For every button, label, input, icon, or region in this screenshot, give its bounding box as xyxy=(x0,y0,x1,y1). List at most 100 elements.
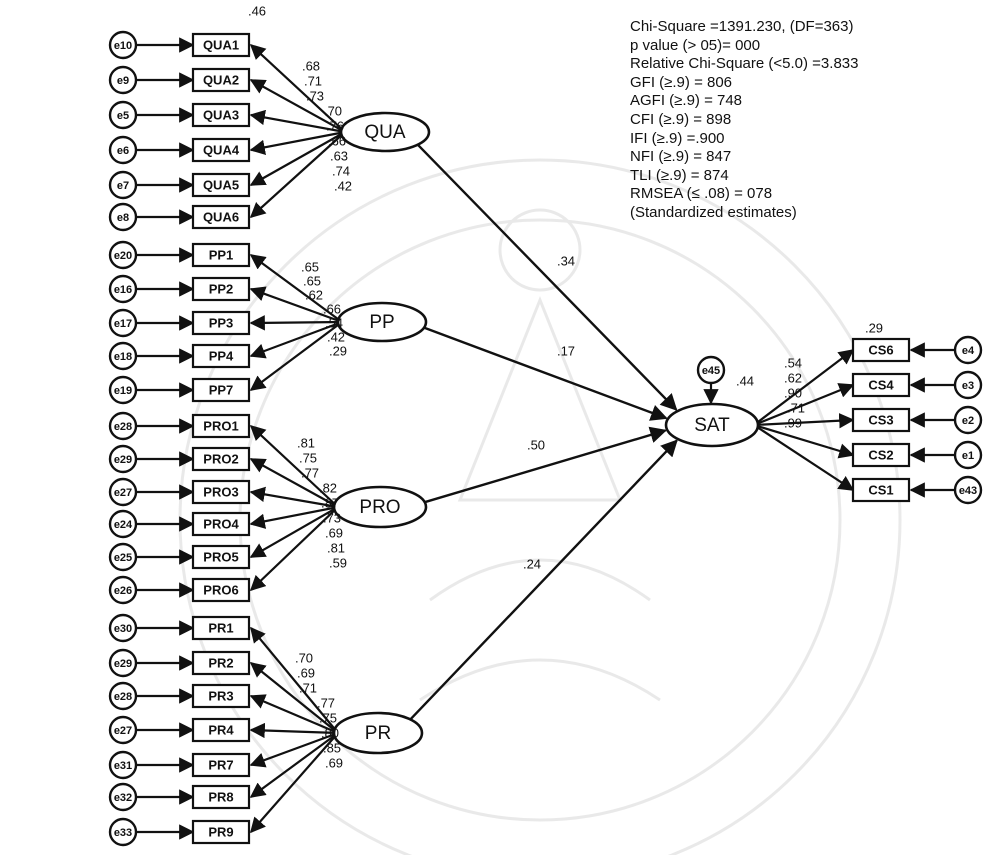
loading-label-pr: .69 xyxy=(325,755,343,770)
indicator-label: CS1 xyxy=(868,482,893,497)
error-term-label: e4 xyxy=(962,345,975,357)
loading-label-cs: .54 xyxy=(784,355,802,370)
error-term-label: e32 xyxy=(114,792,132,804)
indicator-label: PRO5 xyxy=(203,549,238,564)
error-term-label: e16 xyxy=(114,284,132,296)
path-coef-pr: .24 xyxy=(523,556,541,571)
latent-label-pr: PR xyxy=(365,723,391,744)
loading-label-pp: .65 xyxy=(301,259,319,274)
error-term-label: e3 xyxy=(962,380,974,392)
indicator-label: CS6 xyxy=(868,342,893,357)
loading-label-pro: .69 xyxy=(325,525,343,540)
fit-line-nfi: NFI (≥.9) = 847 xyxy=(630,148,858,167)
error-term-label: e29 xyxy=(114,658,132,670)
fit-line-gfi: GFI (≥.9) = 806 xyxy=(630,74,858,93)
fit-line-tli: TLI (≥.9) = 874 xyxy=(630,167,858,186)
loading-label-pr: .70 xyxy=(295,650,313,665)
indicator-label: QUA5 xyxy=(203,177,239,192)
indicator-label: PP4 xyxy=(209,348,234,363)
error-term-label: e10 xyxy=(114,40,132,52)
loading-label-qua: .71 xyxy=(304,73,322,88)
latent-label-qua: QUA xyxy=(364,122,406,143)
error-term-label: e20 xyxy=(114,250,132,262)
error-term-label: e19 xyxy=(114,385,132,397)
loading-label-pro: .75 xyxy=(299,450,317,465)
error-term-label: e28 xyxy=(114,691,132,703)
loading-label-pr: .85 xyxy=(323,740,341,755)
indicator-label: PP7 xyxy=(209,382,234,397)
fit-line-p-value: p value (> 05)= 000 xyxy=(630,37,858,56)
fit-line-relative-chi-square: Relative Chi-Square (<5.0) =3.833 xyxy=(630,55,858,74)
error-term-label: e1 xyxy=(962,450,974,462)
loading-label-cs: .90 xyxy=(784,385,802,400)
indicator-label: PRO4 xyxy=(203,516,239,531)
path-coef-pro: .50 xyxy=(527,437,545,452)
sat-r-squared: .44 xyxy=(736,373,754,388)
loading-label-pro: .59 xyxy=(329,555,347,570)
error-term-label: e31 xyxy=(114,760,132,772)
path-pr-to-sat xyxy=(410,441,676,720)
loading-label-qua: .68 xyxy=(302,58,320,73)
loading-label-pr: .71 xyxy=(299,680,317,695)
indicator-label: QUA4 xyxy=(203,142,240,157)
latent-label-pro: PRO xyxy=(359,497,400,518)
indicator-label: PR8 xyxy=(208,789,233,804)
loading-path xyxy=(754,420,853,425)
indicator-label: PRO6 xyxy=(203,582,238,597)
fit-line-rmsea: RMSEA (≤ .08) = 078 xyxy=(630,185,858,204)
loading-label-pr: .80 xyxy=(321,725,339,740)
loading-label-qua: .66 xyxy=(328,133,346,148)
error-term-label: e27 xyxy=(114,725,132,737)
indicator-label: PR1 xyxy=(208,620,233,635)
error-term-label: e28 xyxy=(114,421,132,433)
indicator-label: QUA2 xyxy=(203,72,239,87)
loading-label-pr: .77 xyxy=(317,695,335,710)
loading-path xyxy=(754,425,853,490)
indicator-label: QUA3 xyxy=(203,107,239,122)
loading-label-pro: .77 xyxy=(301,465,319,480)
error-term-label: e43 xyxy=(959,485,977,497)
path-coef-qua: .34 xyxy=(557,253,575,268)
loading-label-pp: .62 xyxy=(305,287,323,302)
loading-label-qua: .70 xyxy=(324,103,342,118)
error-term-label: e5 xyxy=(117,110,129,122)
indicator-label: PP2 xyxy=(209,281,234,296)
loading-label-pp: .29 xyxy=(329,343,347,358)
loading-label-pp: .42 xyxy=(327,329,345,344)
qua1-r-squared: .46 xyxy=(248,3,266,18)
indicator-label: CS3 xyxy=(868,412,893,427)
loading-label-qua: .63 xyxy=(330,148,348,163)
indicator-label: PP1 xyxy=(209,247,234,262)
fit-line-chi-square: Chi-Square =1391.230, (DF=363) xyxy=(630,18,858,37)
error-term-label: e8 xyxy=(117,212,129,224)
fit-line-note: (Standardized estimates) xyxy=(630,204,858,223)
loading-label-cs: .62 xyxy=(784,370,802,385)
cs6-r-squared: .29 xyxy=(865,320,883,335)
loading-label-pp: .66 xyxy=(323,301,341,316)
loading-label-pro: .73 xyxy=(323,510,341,525)
model-fit-statistics: Chi-Square =1391.230, (DF=363) p value (… xyxy=(630,18,858,223)
indicator-label: PR9 xyxy=(208,824,233,839)
error-term-label: e26 xyxy=(114,585,132,597)
loading-label-qua: .74 xyxy=(332,163,350,178)
loading-label-qua: .42 xyxy=(334,178,352,193)
loading-label-qua: .76 xyxy=(326,118,344,133)
loading-label-cs: .99 xyxy=(784,415,802,430)
loading-label-pro: .81 xyxy=(327,540,345,555)
indicator-label: QUA1 xyxy=(203,37,239,52)
loading-label-pro: .87 xyxy=(321,495,339,510)
indicator-label: PR3 xyxy=(208,688,233,703)
indicator-label: PRO1 xyxy=(203,418,238,433)
indicator-label: PP3 xyxy=(209,315,234,330)
latent-label-sat: SAT xyxy=(694,415,730,436)
indicator-label: PR7 xyxy=(208,757,233,772)
error-term-label: e25 xyxy=(114,552,132,564)
error-term-label: e18 xyxy=(114,351,132,363)
error-term-label: e30 xyxy=(114,623,132,635)
error-term-label: e6 xyxy=(117,145,129,157)
error-term-label: e33 xyxy=(114,827,132,839)
error-term-label: e24 xyxy=(114,519,133,531)
sat-error-label: e45 xyxy=(702,365,720,377)
fit-line-cfi: CFI (≥.9) = 898 xyxy=(630,111,858,130)
loading-path xyxy=(754,425,853,455)
